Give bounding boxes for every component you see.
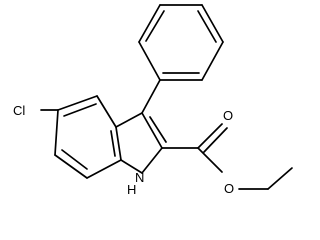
molecule-structure: Cl N H O O — [13, 4, 293, 197]
chlorine-label: Cl — [13, 103, 25, 118]
phenyl-c3-bond — [141, 79, 161, 114]
ester-group — [161, 123, 293, 190]
pyrrole-ring — [115, 112, 167, 174]
carbonyl-oxygen-label: O — [223, 108, 233, 123]
ether-oxygen-label: O — [224, 181, 234, 196]
benzo-ring — [54, 95, 122, 179]
indole-nitrogen-label: N — [135, 170, 144, 185]
indole-nh-hydrogen-label: H — [127, 182, 136, 197]
structure-canvas: Cl N H O O — [13, 4, 293, 197]
phenyl-ring — [138, 4, 224, 81]
